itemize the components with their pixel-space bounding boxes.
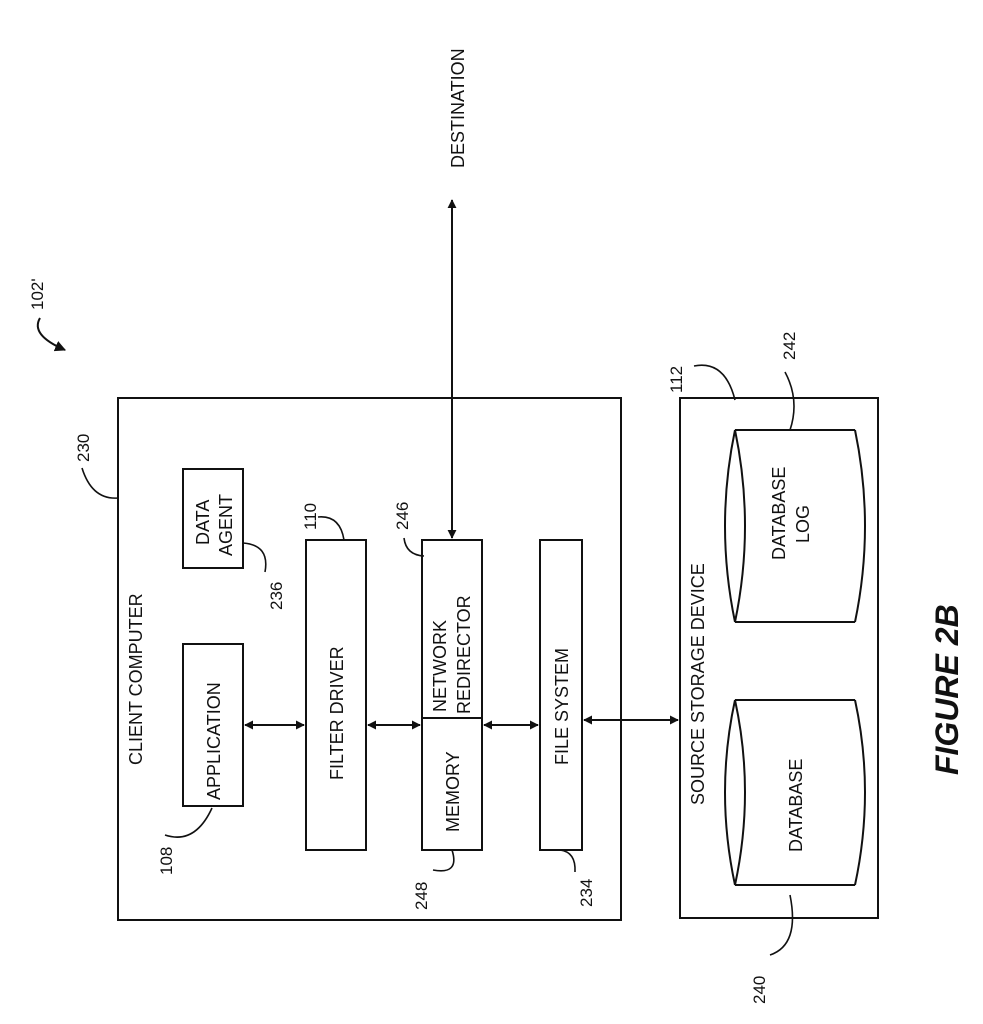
figure-id: 102' [28,278,47,310]
source-storage-ref: 112 [667,366,686,393]
data-agent-line1: DATA [193,500,213,545]
filter-driver-label: FILTER DRIVER [327,646,347,780]
file-system-ref: 234 [577,879,596,907]
data-agent-line2: AGENT [216,494,236,556]
network-redirector-ref: 246 [393,502,412,530]
data-agent-ref: 236 [267,582,286,610]
filter-driver-ref: 110 [301,503,320,530]
figure-id-arrow [38,318,65,350]
application-label: APPLICATION [204,682,224,800]
figure-title: FIGURE 2B [929,604,965,775]
database-label: DATABASE [786,759,806,852]
source-storage-label: SOURCE STORAGE DEVICE [688,563,708,805]
application-ref: 108 [157,847,176,875]
memory-ref: 248 [412,882,431,910]
database-log-line1: DATABASE [769,467,789,560]
database-log-line2: LOG [793,505,813,543]
database-ref: 240 [750,976,769,1004]
source-storage-leader [694,365,735,400]
memory-label: MEMORY [443,751,463,832]
database-log-ref: 242 [780,332,799,360]
client-computer-leader [82,468,118,498]
client-computer-ref: 230 [74,434,93,462]
file-system-label: FILE SYSTEM [552,648,572,765]
destination-label: DESTINATION [448,48,468,168]
network-redirector-line1: NETWORK [430,620,450,712]
network-redirector-line2: REDIRECTOR [454,595,474,714]
client-computer-label: CLIENT COMPUTER [126,593,146,765]
